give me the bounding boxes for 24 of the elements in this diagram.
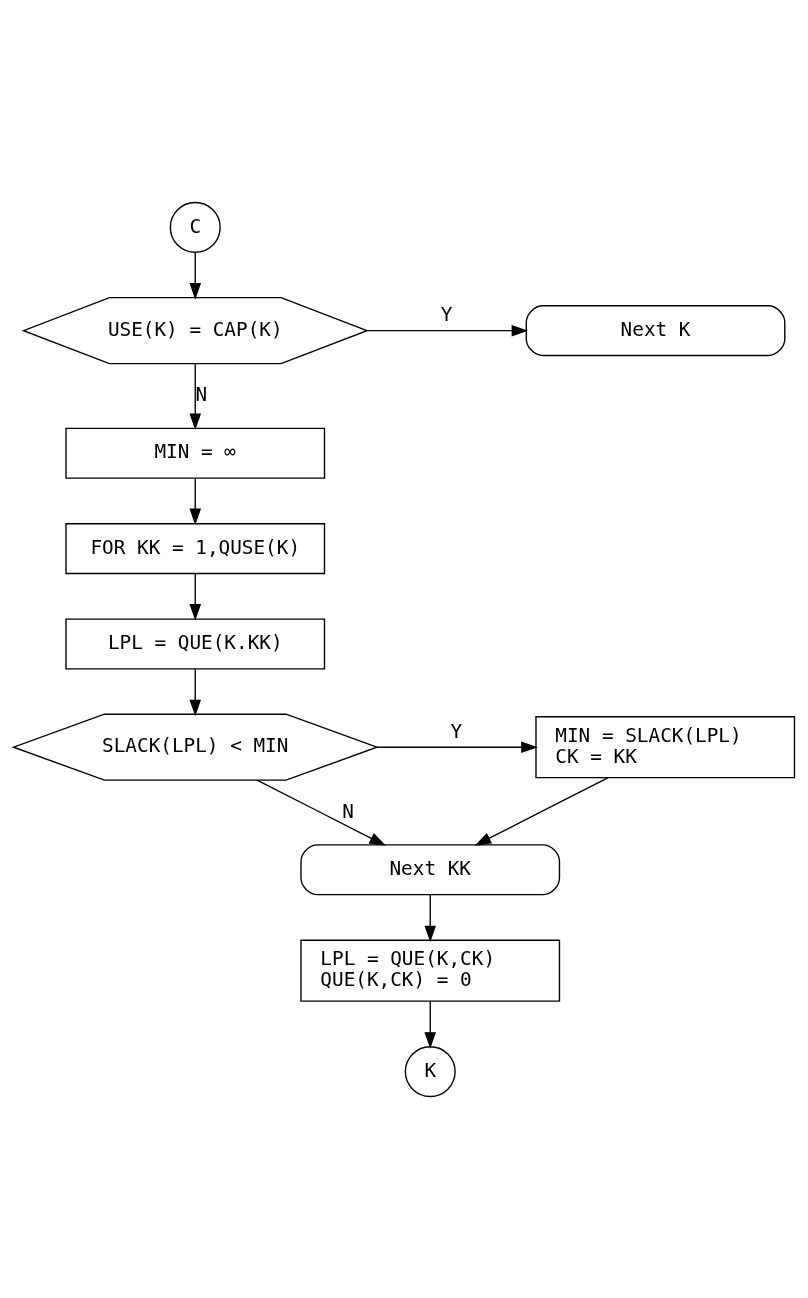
arrow [256, 778, 386, 846]
node-box: Next KK [300, 843, 561, 895]
node-box: MIN = SLACK(LPL) CK = KK [535, 715, 796, 778]
arrow [474, 776, 609, 846]
arrow [189, 477, 202, 525]
arrow [366, 324, 529, 336]
node-box: LPL = QUE(K,CK) QUE(K,CK) = 0 [300, 939, 561, 1002]
node-box: LPL = QUE(K.KK) [65, 617, 326, 670]
arrow [189, 251, 202, 300]
node-box: Next K [525, 304, 786, 356]
arrow [189, 667, 202, 716]
arrow [189, 572, 202, 621]
arrow [376, 740, 538, 753]
arrow [189, 362, 202, 430]
edge-label: Y [450, 719, 463, 743]
edge-label: N [195, 382, 208, 406]
node-circle: K [404, 1045, 456, 1097]
arrow [424, 1000, 437, 1049]
node-box: MIN = ∞ [65, 427, 326, 479]
edge-label: Y [440, 302, 453, 326]
node-box: FOR KK = 1,QUSE(K) [65, 522, 326, 574]
edge-label: N [342, 799, 354, 823]
node-circle: C [169, 201, 221, 253]
arrow [424, 893, 437, 942]
